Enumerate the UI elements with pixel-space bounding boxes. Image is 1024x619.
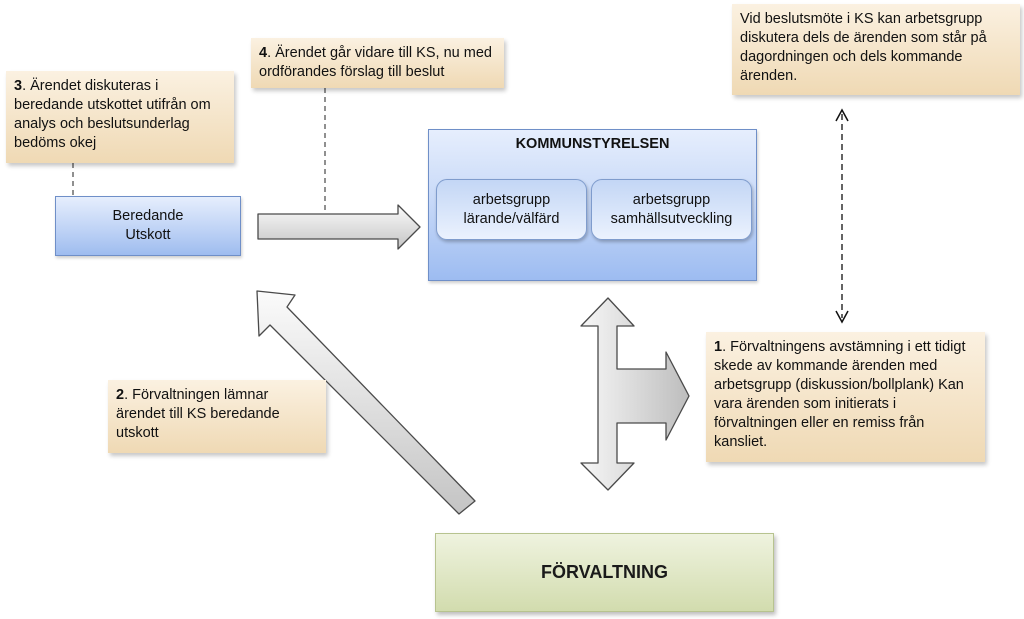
note-step4-text: . Ärendet går vidare till KS, nu med ord… bbox=[259, 45, 492, 80]
workgroup-larande-valfard: arbetsgrupp lärande/välfärd bbox=[436, 179, 587, 240]
forvaltning-box: FÖRVALTNING bbox=[435, 533, 774, 612]
note-step4-number: 4 bbox=[259, 45, 268, 61]
note-step3-number: 3 bbox=[14, 78, 23, 94]
note-step2-number: 2 bbox=[116, 387, 125, 403]
workgroup-samhallsutveckling: arbetsgrupp samhällsutveckling bbox=[591, 179, 752, 240]
note-step1-text: . Förvaltningens avstämning i ett tidigt… bbox=[714, 339, 966, 450]
arrow-forvaltning-to-utskott bbox=[256, 290, 476, 515]
note-meeting-text: Vid beslutsmöte i KS kan arbetsgrupp dis… bbox=[740, 11, 987, 84]
kommunstyrelsen-box: KOMMUNSTYRELSEN arbetsgrupp lärande/välf… bbox=[428, 129, 757, 281]
arrow-three-way bbox=[580, 297, 690, 491]
beredande-utskott-box: Beredande Utskott bbox=[55, 196, 241, 256]
kommunstyrelsen-title: KOMMUNSTYRELSEN bbox=[515, 136, 670, 152]
note-step3-text: . Ärendet diskuteras i beredande utskott… bbox=[14, 78, 211, 151]
note-step1: 1. Förvaltningens avstämning i ett tidig… bbox=[706, 332, 985, 462]
note-step1-number: 1 bbox=[714, 339, 723, 355]
note-meeting: Vid beslutsmöte i KS kan arbetsgrupp dis… bbox=[732, 4, 1020, 95]
arrow-utskott-to-ks bbox=[257, 204, 421, 250]
note-step2-text: . Förvaltningen lämnar ärendet till KS b… bbox=[116, 387, 280, 441]
note-step4: 4. Ärendet går vidare till KS, nu med or… bbox=[251, 38, 504, 88]
note-step3: 3. Ärendet diskuteras i beredande utskot… bbox=[6, 71, 234, 163]
dashed-double-arrow bbox=[835, 108, 849, 324]
note-step2: 2. Förvaltningen lämnar ärendet till KS … bbox=[108, 380, 326, 453]
